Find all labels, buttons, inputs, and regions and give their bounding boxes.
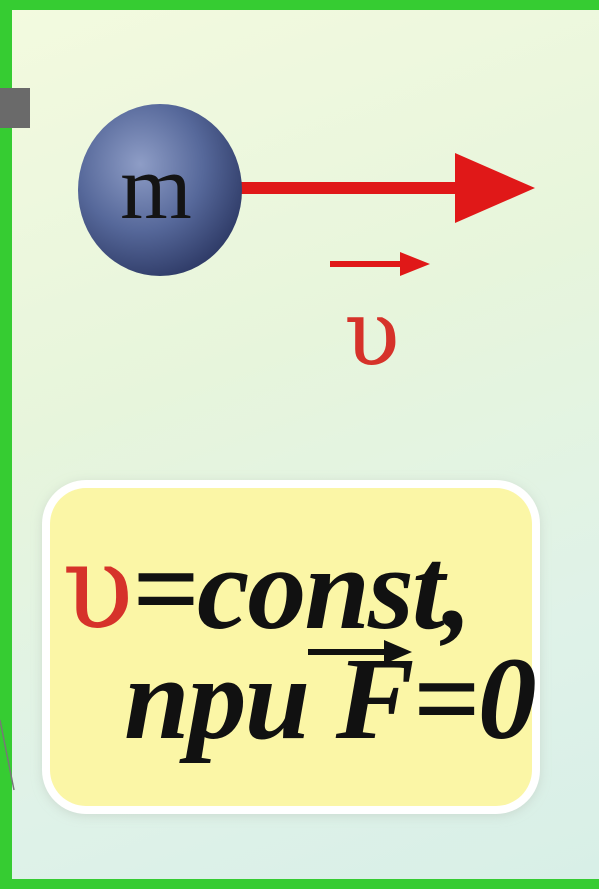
decorative-corner-bar: [0, 88, 30, 128]
velocity-symbol: υ: [344, 280, 400, 387]
force-vector-arrow: [308, 640, 412, 664]
formula-box: [50, 488, 532, 806]
formula-line-2: npu F=0: [124, 640, 537, 758]
formula-force-symbol: F: [335, 633, 415, 764]
mass-label: m: [120, 136, 192, 238]
formula-condition-text: npu: [124, 633, 336, 764]
velocity-vector-arrow: [330, 252, 430, 276]
mass-ball: [78, 104, 242, 276]
formula-line-1: υ=const,: [62, 528, 472, 648]
formula-velocity-symbol: υ: [62, 518, 134, 656]
motion-arrow: [228, 153, 535, 223]
formula-constant-text: =const,: [131, 523, 472, 654]
formula-zero-text: =0: [412, 633, 536, 764]
